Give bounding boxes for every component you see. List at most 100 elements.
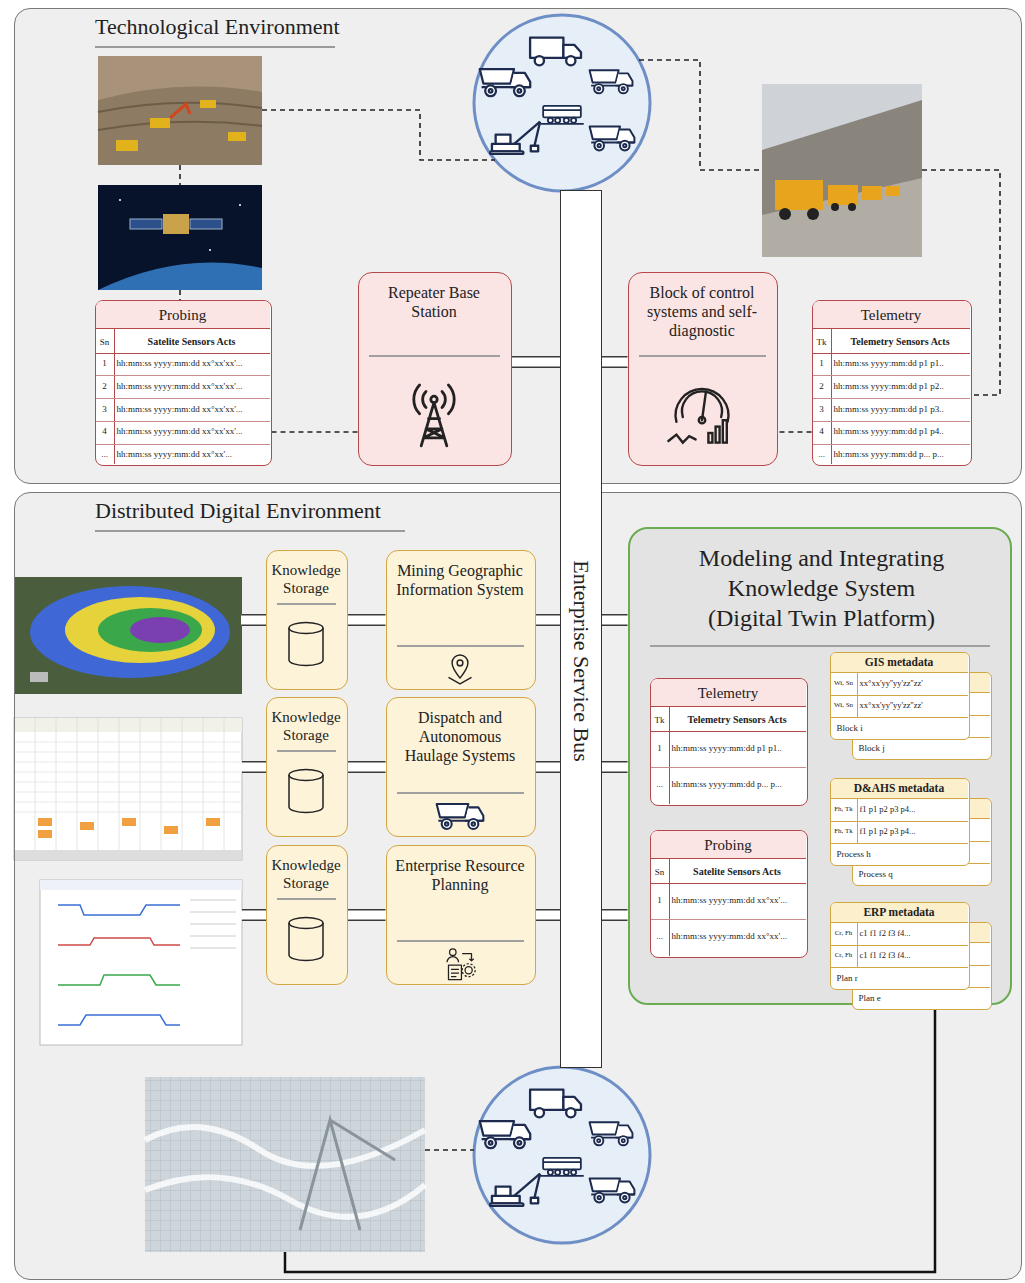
dispatch-table-screenshot [164,826,178,834]
terrain-mesh-image [145,1127,425,1217]
metadata-card: ERP metadataCr, Fhc1 f1 f2 f3 f4...Cr, F… [830,902,970,990]
table-cell-slot: hh:mm:ss yyyy:mm:dd xx°xx'... [117,449,268,460]
table-cell-slot: Fh, Tk [832,805,856,813]
box-title: Knowledge Storage [270,561,343,597]
table-cell: Plan r [837,973,957,984]
satellite-photo [190,219,222,229]
truck-photo [862,186,882,200]
table-title-slot: Probing [651,836,806,854]
bus-connector [347,763,387,772]
table-rule [669,859,670,956]
bus-connector [536,761,561,773]
bus-connector [535,767,562,768]
title-rule [277,603,336,605]
table-cell: hh:mm:ss yyyy:mm:dd p1 p1.. [672,743,804,754]
equipment-circle [474,1067,650,1243]
title-rule [277,750,336,752]
table-cell: Cr, Fh [832,951,856,959]
dispatch-table-screenshot [122,818,136,826]
card-title-slot: Block j [859,743,979,754]
card-title: Plan e [859,993,979,1004]
bus-title-slot: Enterprise Service Bus [566,501,596,821]
panel-ground [14,8,1022,484]
bus-connector [511,358,562,367]
table-cell: Tk [652,715,668,726]
box-title-slot: Knowledge Storage [270,856,343,892]
bus-connector [601,620,629,915]
table-cell: hh:mm:ss yyyy:mm:dd xx°xx'xx'... [117,426,268,437]
box-title: Modeling and Integrating Knowledge Syste… [693,543,951,633]
table-cell: Fh, Tk [832,827,856,835]
dashed-connector [272,431,358,433]
table-cell-slot: f1 p1 p2 p3 p4... [860,826,966,836]
card-title-slot: Plan e [859,993,979,1004]
bus-title: Enterprise Service Bus [566,501,596,821]
dispatch-table-screenshot [14,742,242,812]
bus-connector [601,362,629,363]
table-cell: Sn [652,867,668,878]
platform-box: Modeling and Integrating Knowledge Syste… [628,527,1012,1005]
table-cell-slot: xx°xx'yy''yy'zz''zz' [860,678,966,688]
table-cell: f1 p1 p2 p3 p4... [860,804,966,814]
table-title: Probing [651,836,806,854]
erp-chart-screenshot [40,880,242,1045]
table-cell: Tk [814,337,830,348]
table-rule [651,883,806,884]
bus-connector [347,911,387,920]
dashed-connector [778,431,812,433]
data-table: TelemetryTelemetry Sensors ActsTk1hh:mm:… [650,678,808,806]
box-icon [289,622,323,665]
box-icon [281,910,331,968]
truck-photo [762,84,922,257]
card-rule [831,945,969,946]
table-cell: 3 [96,404,114,415]
table-cell-slot: 1 [651,743,669,754]
pit-map-photo [130,617,190,643]
dispatch-table-screenshot [14,718,242,860]
table-cell-slot: 3 [96,404,114,415]
service-bus: Enterprise Service Bus [560,190,602,1068]
system-box: Mining Geographic Information System [386,550,536,690]
title-rule [369,355,500,357]
table-cell: 2 [813,381,831,392]
satellite-photo [98,262,262,290]
panel-heading-slot: Technological Environment [95,14,515,40]
table-cell-slot: hh:mm:ss yyyy:mm:dd p... p... [834,449,968,460]
bus-connector [348,909,386,921]
table-rule [813,398,970,399]
truck-photo [828,185,858,205]
pit-map-photo [14,577,242,694]
system-box: Enterprise Resource Planning [386,845,536,985]
table-cell-slot: 2 [813,381,831,392]
table-cell: Cr, Fh [832,929,856,937]
pit-map-photo [14,577,242,694]
mine-photo [150,118,170,128]
bus-connector [535,616,562,625]
pit-map-photo [30,672,48,682]
bus-connector [535,915,562,916]
bus-connector [347,767,387,768]
dispatch-table-screenshot [14,718,242,860]
box-title-slot: Enterprise Resource Planning [395,856,526,894]
pit-map-photo [98,608,202,652]
table-cell-slot: ... [96,449,114,460]
table-cell: hh:mm:ss yyyy:mm:dd p1 p2.. [834,381,968,392]
dashed-link [425,1149,474,1151]
table-cell-slot: 4 [96,426,114,437]
table-cell: c1 f1 f2 f3 f4... [860,950,966,960]
pit-map-photo [30,586,230,678]
table-rule [813,375,970,376]
table-cell: 1 [651,743,669,754]
bus-connector [348,761,386,773]
card-title: Process q [859,869,979,880]
table-cell: hh:mm:ss yyyy:mm:dd p1 p1.. [834,358,968,369]
pit-map-photo [65,597,215,663]
terrain-mesh-image [145,1077,425,1252]
table-rule [96,398,270,399]
erp-chart-screenshot [58,975,180,985]
table-cell: c1 f1 f2 f3 f4... [860,928,966,938]
terrain-mesh-image [145,1077,425,1252]
box-icon [662,369,742,449]
box-icon [289,769,323,812]
